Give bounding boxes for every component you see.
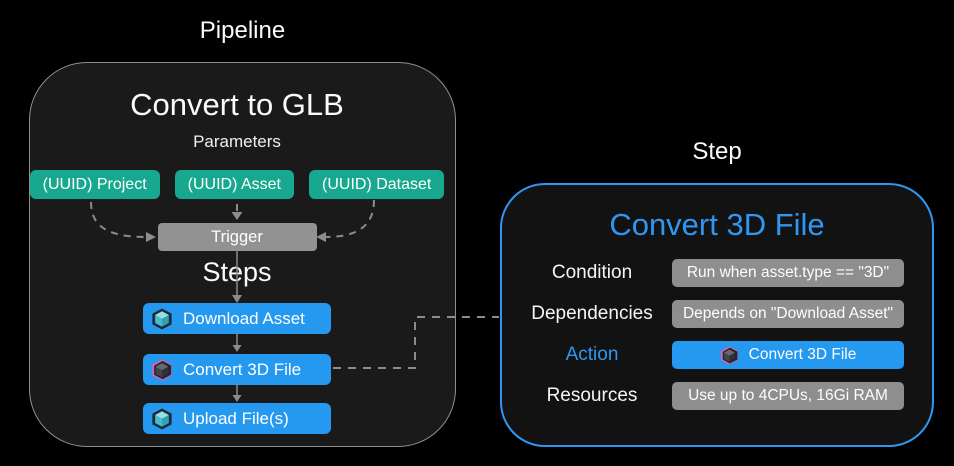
pink-cube-icon bbox=[720, 345, 739, 365]
trigger-node[interactable]: Trigger bbox=[157, 223, 317, 251]
detail-row-action: Action Convert 3D File bbox=[502, 341, 932, 369]
row-label: Action bbox=[565, 344, 619, 365]
pipeline-container: Convert to GLB Parameters (UUID) Project… bbox=[29, 62, 456, 447]
step-detail-title: Convert 3D File bbox=[609, 207, 825, 242]
param-node-asset[interactable]: (UUID) Asset bbox=[174, 170, 294, 199]
step-node-convert-3d-file[interactable]: Convert 3D File bbox=[143, 354, 331, 385]
step-node-upload-files[interactable]: Upload File(s) bbox=[143, 403, 331, 434]
parameters-label: Parameters bbox=[193, 132, 281, 151]
step-header: Step bbox=[692, 138, 742, 165]
step-detail-rows: Condition Run when asset.type == "3D" De… bbox=[502, 259, 932, 423]
pink-cube-icon bbox=[151, 358, 173, 381]
pipeline-header: Pipeline bbox=[199, 17, 286, 44]
row-label: Dependencies bbox=[531, 303, 653, 324]
step-detail-container: Convert 3D File Condition Run when asset… bbox=[500, 183, 934, 447]
row-label: Condition bbox=[551, 262, 633, 283]
teal-cube-icon bbox=[151, 407, 173, 430]
resources-value-pill[interactable]: Use up to 4CPUs, 16Gi RAM bbox=[672, 382, 904, 410]
parameters-row: (UUID) Project (UUID) Asset (UUID) Datas… bbox=[29, 170, 445, 199]
condition-value-pill[interactable]: Run when asset.type == "3D" bbox=[672, 259, 904, 287]
detail-row-resources: Resources Use up to 4CPUs, 16Gi RAM bbox=[502, 382, 932, 410]
param-node-project[interactable]: (UUID) Project bbox=[29, 170, 160, 199]
step-node-download-asset[interactable]: Download Asset bbox=[143, 303, 331, 334]
dependencies-value-pill[interactable]: Depends on "Download Asset" bbox=[672, 300, 904, 328]
pipeline-title: Convert to GLB bbox=[130, 87, 344, 122]
action-value-pill[interactable]: Convert 3D File bbox=[672, 341, 904, 369]
steps-label: Steps bbox=[202, 257, 272, 287]
detail-row-condition: Condition Run when asset.type == "3D" bbox=[502, 259, 932, 287]
action-value-label: Convert 3D File bbox=[748, 346, 857, 363]
trigger-row: Trigger bbox=[30, 223, 444, 251]
teal-cube-icon bbox=[151, 307, 173, 330]
step-node-label: Upload File(s) bbox=[183, 408, 289, 428]
step-node-label: Download Asset bbox=[183, 308, 305, 328]
step-node-label: Convert 3D File bbox=[183, 359, 302, 379]
param-node-dataset[interactable]: (UUID) Dataset bbox=[309, 170, 445, 199]
detail-row-dependencies: Dependencies Depends on "Download Asset" bbox=[502, 300, 932, 328]
row-label: Resources bbox=[546, 385, 638, 406]
